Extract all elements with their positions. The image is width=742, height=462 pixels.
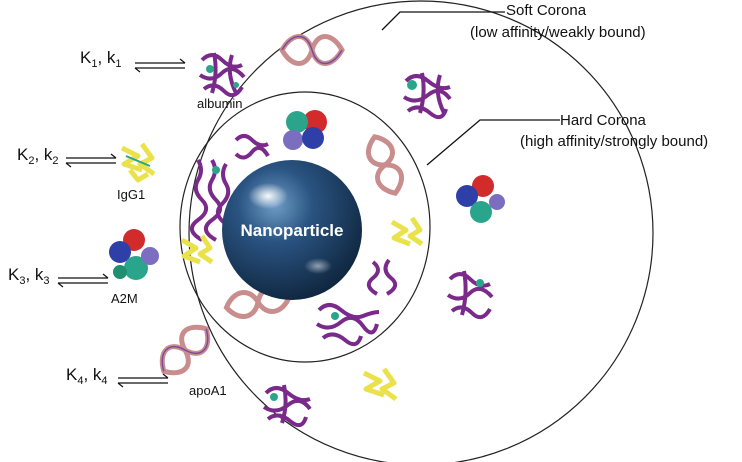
equilibrium-arrow-icon	[134, 58, 186, 73]
albumin-protein-icon	[315, 303, 380, 347]
hard-corona-leader	[426, 119, 560, 166]
svg-text:K3, k3: K3, k3	[8, 265, 50, 287]
svg-text:K1, k1: K1, k1	[80, 48, 122, 70]
equilibrium-arrow-icon	[57, 273, 109, 288]
igg1-protein-icon	[362, 367, 398, 402]
apoa1-ribbon-icon	[159, 324, 211, 376]
albumin-protein-icon	[402, 72, 452, 120]
a2m-protein-icon	[456, 175, 505, 223]
albumin-protein-icon	[262, 384, 312, 428]
igg1-protein-icon	[120, 142, 156, 183]
apoa1-ribbon-icon	[365, 134, 405, 196]
hard-corona-title: Hard Corona	[560, 112, 647, 129]
igg1-protein-icon	[180, 234, 214, 265]
hard-corona-subtitle: (high affinity/strongly bound)	[520, 133, 708, 150]
albumin-protein-icon	[446, 270, 494, 320]
a2m-protein-icon	[283, 110, 327, 150]
svg-text:K4, k4: K4, k4	[66, 365, 108, 387]
albumin-label: albumin	[197, 96, 243, 111]
albumin-protein-icon	[198, 52, 246, 98]
albumin-protein-icon	[366, 258, 398, 296]
apoa1-label: apoA1	[189, 383, 227, 398]
equilibrium-arrow-icon	[65, 153, 117, 168]
nanoparticle-sphere	[222, 160, 362, 300]
nanoparticle-label: Nanoparticle	[241, 221, 344, 240]
hard-corona-boundary	[179, 91, 431, 363]
soft-corona-leader	[381, 11, 505, 31]
rate-constant-3: K3, k3	[8, 265, 50, 287]
albumin-protein-icon	[234, 134, 270, 160]
svg-text:K2, k2: K2, k2	[17, 145, 59, 167]
soft-corona-ring	[188, 0, 654, 462]
equilibrium-arrow-icon	[117, 373, 169, 388]
albumin-protein-icon	[190, 158, 231, 242]
rate-constant-2: K2, k2	[17, 145, 59, 167]
rate-constant-4: K4, k4	[66, 365, 108, 387]
igg1-protein-icon	[390, 216, 424, 247]
apoa1-ribbon-icon	[279, 34, 345, 66]
big-k: K	[80, 48, 92, 67]
soft-corona-title: Soft Corona	[506, 2, 587, 19]
a2m-protein-icon	[109, 229, 159, 280]
igg1-label: IgG1	[117, 187, 145, 202]
a2m-label: A2M	[111, 291, 138, 306]
rate-constant-1: K1, k1	[80, 48, 122, 70]
soft-corona-subtitle: (low affinity/weakly bound)	[470, 24, 646, 41]
